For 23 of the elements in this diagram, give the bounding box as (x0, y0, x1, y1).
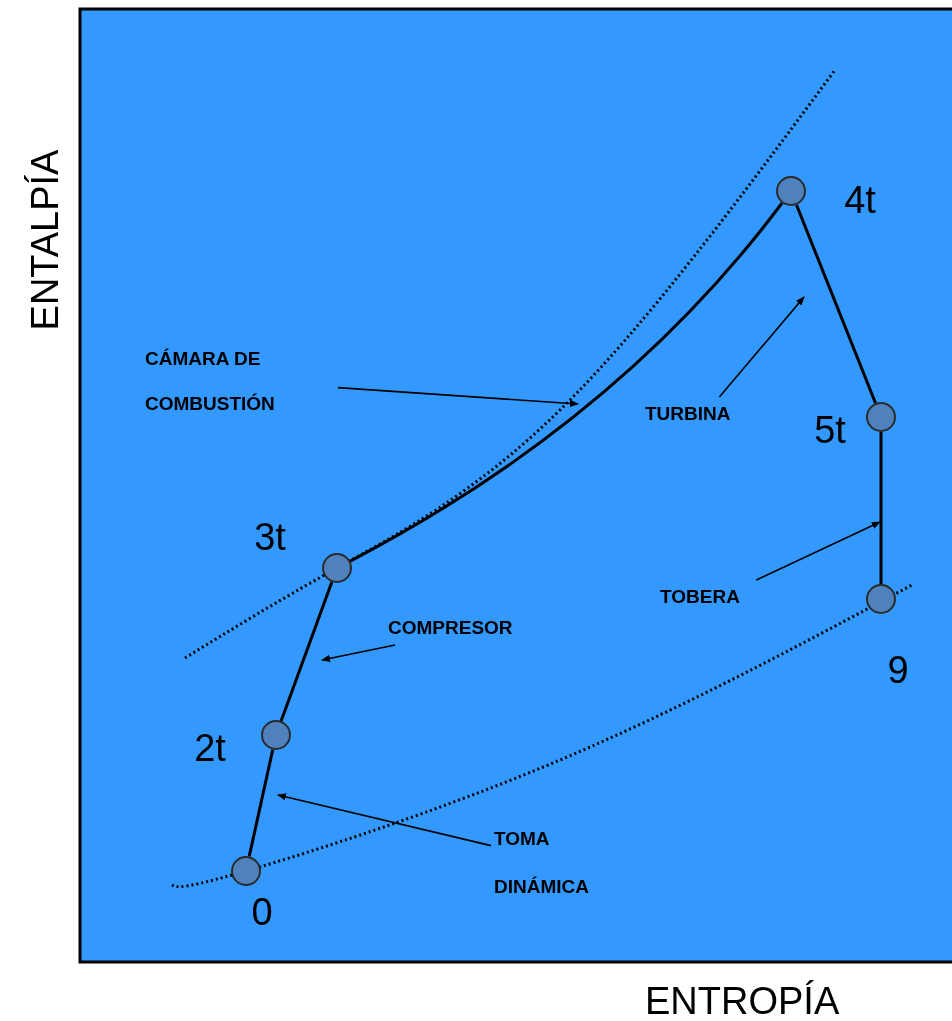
process-label: TURBINA (645, 400, 765, 428)
state-label: 9 (887, 651, 909, 689)
process-label: CÁMARA DE COMBUSTIÓN (145, 336, 335, 426)
leader-arrow (321, 644, 396, 662)
leader-arrow (277, 793, 492, 847)
process-line (349, 202, 784, 563)
state-label: 4t (844, 181, 876, 219)
leader-arrow (718, 296, 805, 398)
process-label: TOBERA (660, 583, 780, 611)
axis-label: ENTALPÍA (26, 149, 64, 331)
axis-label: ENTROPÍA (645, 982, 840, 1020)
process-line (879, 432, 883, 584)
leader-arrow (337, 386, 579, 408)
leader-arrow (755, 521, 881, 581)
state-label: 3t (254, 518, 286, 556)
process-label: COMPRESOR (388, 614, 568, 642)
state-label: 5t (814, 411, 846, 449)
process-line (795, 204, 877, 404)
process-line (279, 581, 334, 722)
process-line (247, 749, 275, 857)
state-label: 2t (194, 729, 226, 767)
state-label: 0 (251, 893, 273, 931)
process-label: TOMA DINÁMICA (494, 815, 634, 911)
